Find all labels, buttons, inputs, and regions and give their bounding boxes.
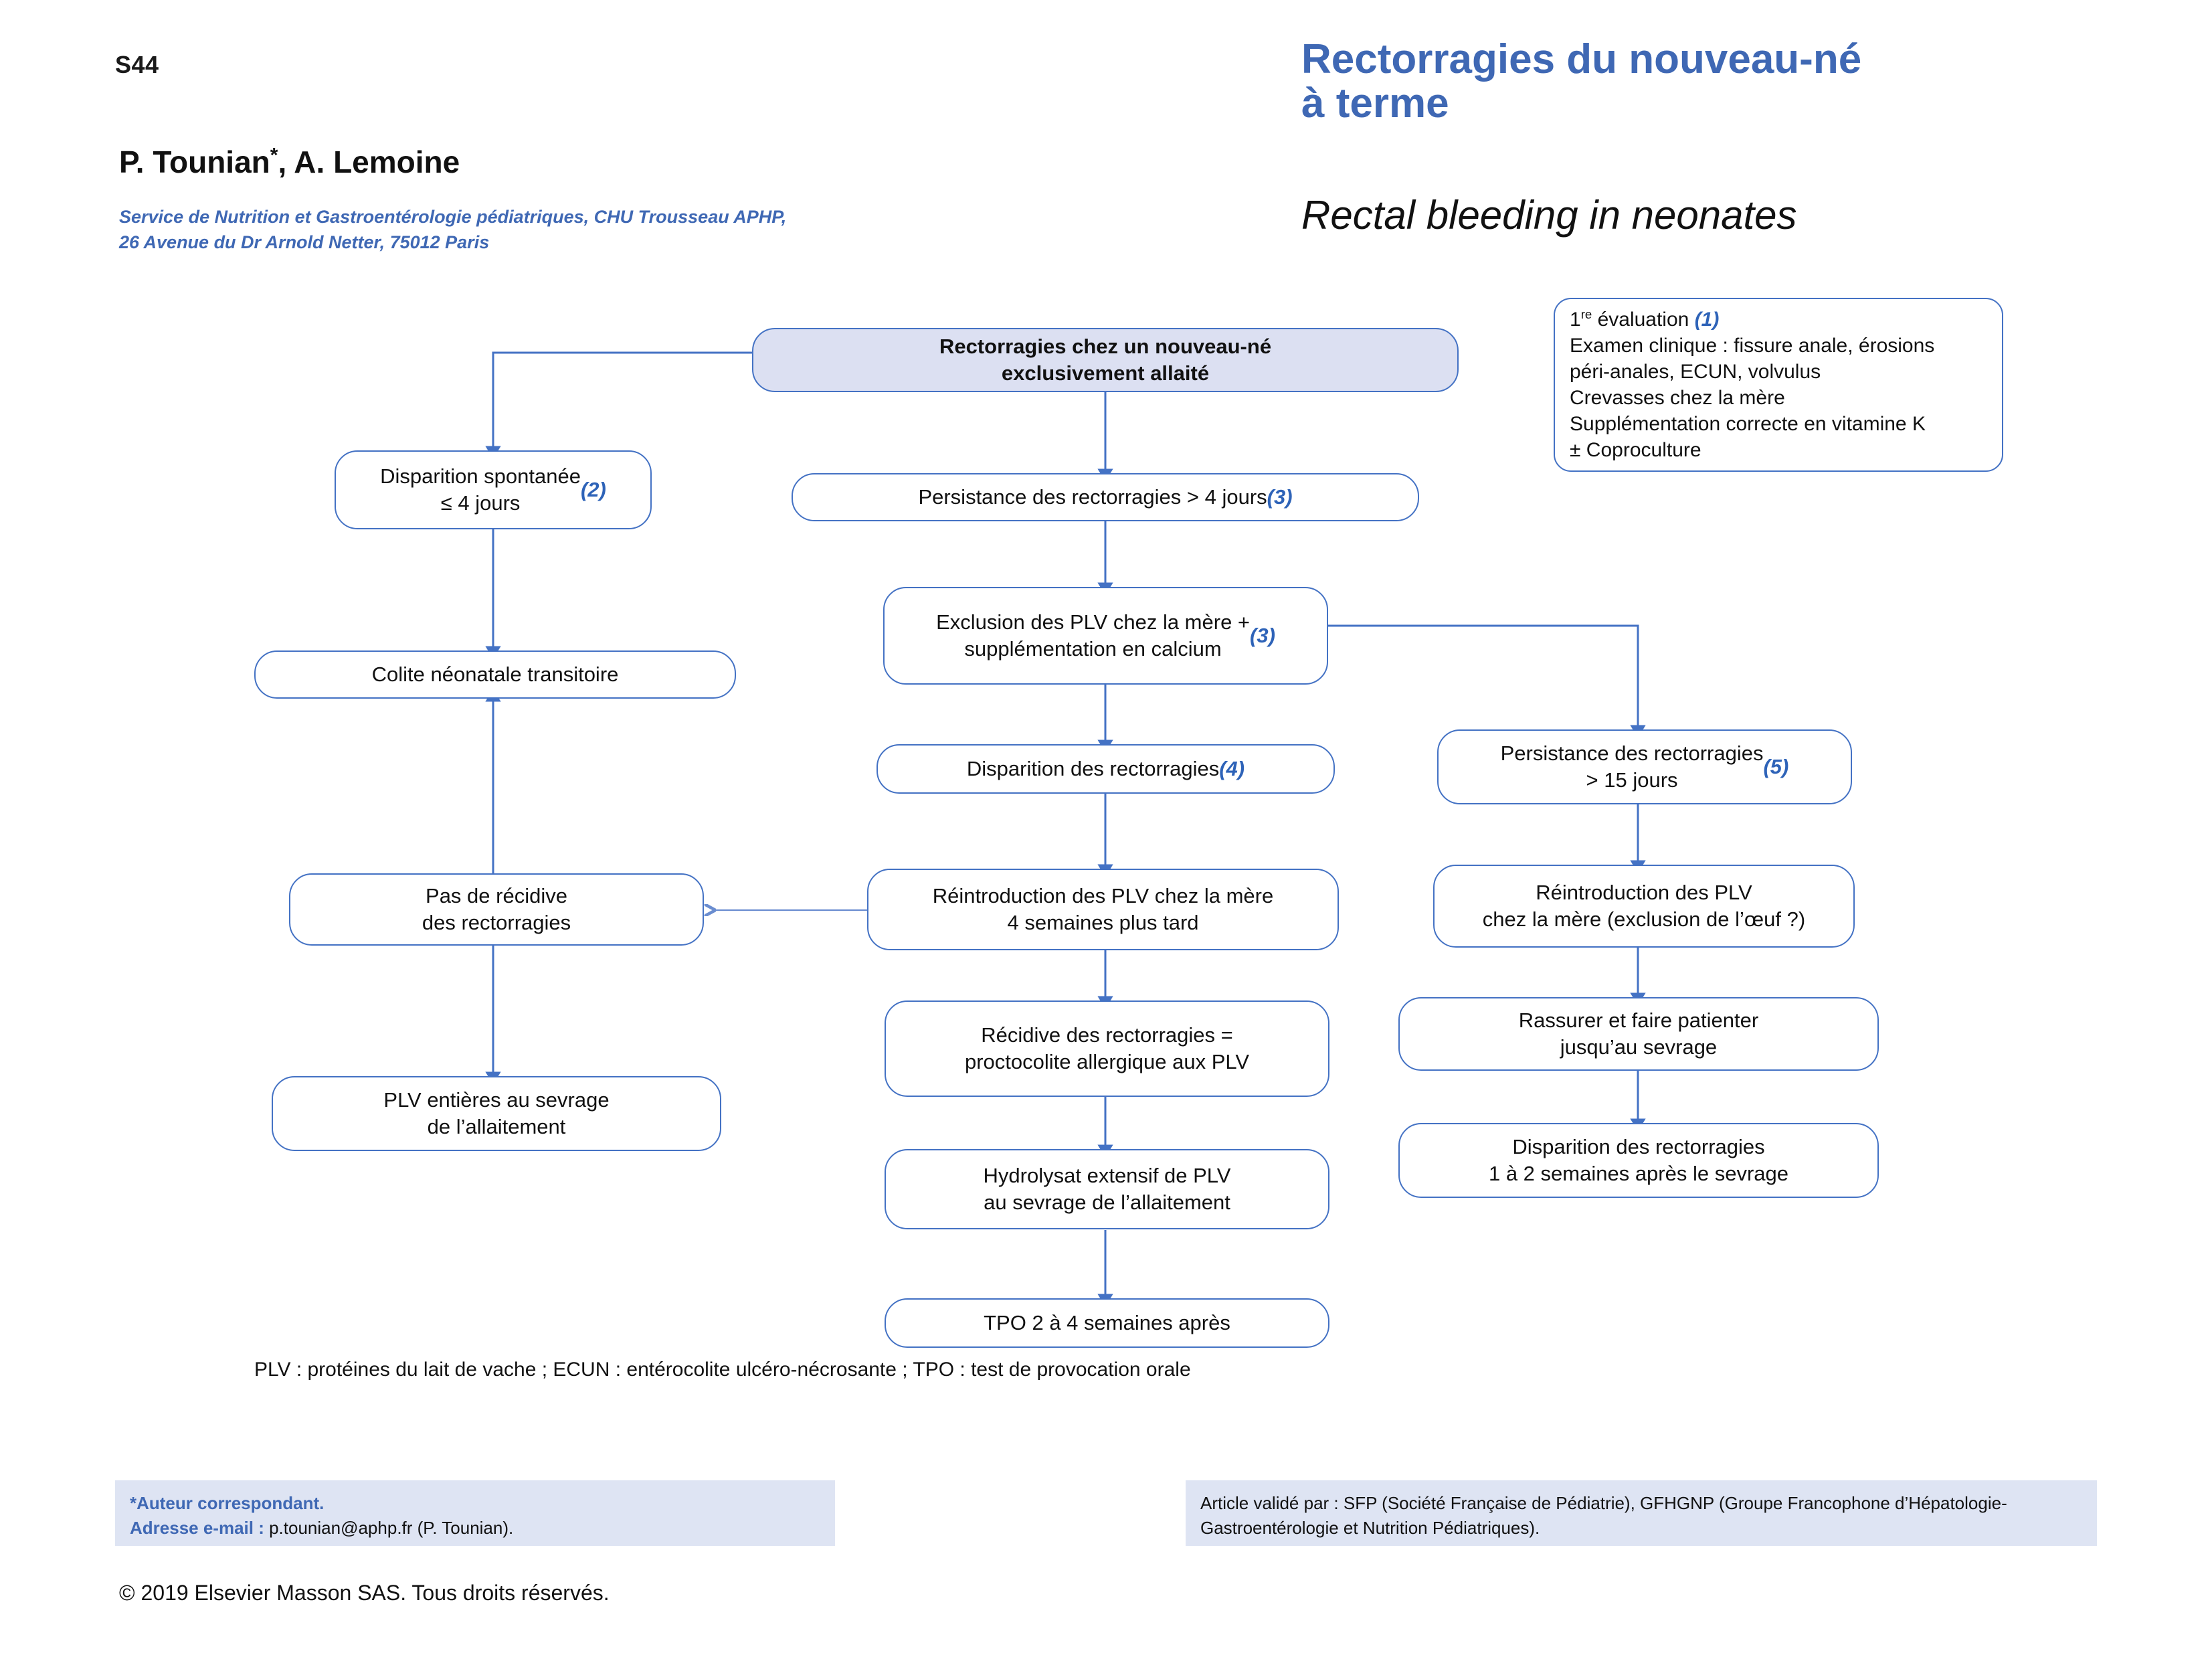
node-bleeding-resolved-after-weaning-text: Disparition des rectorragies 1 à 2 semai… xyxy=(1488,1134,1789,1185)
node-plv-reintroduction-mother-text: Réintroduction des PLV chez la mère 4 se… xyxy=(932,883,1274,934)
node-persistence-15-days-ref: (5) xyxy=(1763,754,1789,778)
node-extensive-hydrolysate-text: Hydrolysat extensif de PLV au sevrage de… xyxy=(983,1163,1231,1214)
node-first-evaluation-text: 1re évaluation (1)Examen clinique : fiss… xyxy=(1570,307,1935,461)
validation-block: Article validé par : SFP (Société França… xyxy=(1186,1480,2097,1546)
node-plv-exclusion-ref: (3) xyxy=(1250,623,1275,647)
page-title-english: Rectal bleeding in neonates xyxy=(1301,193,1797,238)
node-persistence-4-days-ref: (3) xyxy=(1267,485,1293,509)
node-extensive-hydrolysate[interactable]: Hydrolysat extensif de PLV au sevrage de… xyxy=(885,1149,1329,1229)
affiliation: Service de Nutrition et Gastroentérologi… xyxy=(119,207,787,253)
abbreviation-legend: PLV : protéines du lait de vache ; ECUN … xyxy=(254,1359,1191,1381)
node-plv-reintroduction-egg[interactable]: Réintroduction des PLV chez la mère (exc… xyxy=(1433,865,1855,948)
node-bleeding-resolved[interactable]: Disparition des rectorragies (4) xyxy=(877,744,1335,794)
page-marker: S44 xyxy=(115,51,159,78)
node-whole-plv-at-weaning[interactable]: PLV entières au sevrage de l’allaitement xyxy=(272,1076,721,1151)
email-line: Adresse e-mail : p.tounian@aphp.fr (P. T… xyxy=(130,1516,820,1541)
node-tpo-challenge-text: TPO 2 à 4 semaines après xyxy=(984,1310,1230,1334)
author-names: P. Tounian*, A. Lemoine xyxy=(119,144,460,180)
node-first-evaluation[interactable]: 1re évaluation (1)Examen clinique : fiss… xyxy=(1554,298,2003,472)
node-transient-neonatal-colitis[interactable]: Colite néonatale transitoire xyxy=(254,650,736,699)
node-persistence-4-days-text: Persistance des rectorragies > 4 jours xyxy=(918,485,1267,509)
node-spontaneous-resolution-ref: (2) xyxy=(580,477,606,501)
page-title-french: Rectorragies du nouveau-né à terme xyxy=(1301,36,1862,126)
node-plv-exclusion-text: Exclusion des PLV chez la mère + supplém… xyxy=(936,610,1251,661)
author-name-primary: P. Tounian xyxy=(119,145,270,179)
node-relapse-allergic-proctocolitis[interactable]: Récidive des rectorragies = proctocolite… xyxy=(885,1000,1329,1097)
node-start[interactable]: Rectorragies chez un nouveau-né exclusiv… xyxy=(752,328,1459,392)
node-bleeding-resolved-ref: (4) xyxy=(1219,756,1245,780)
node-reassure-until-weaning-text: Rassurer et faire patienter jusqu’au sev… xyxy=(1518,1008,1759,1059)
author-name-secondary: , A. Lemoine xyxy=(278,145,460,179)
node-spontaneous-resolution[interactable]: Disparition spontanée ≤ 4 jours (2) xyxy=(335,450,652,529)
node-persistence-15-days[interactable]: Persistance des rectorragies > 15 jours … xyxy=(1437,729,1852,804)
node-persistence-4-days[interactable]: Persistance des rectorragies > 4 jours (… xyxy=(792,473,1419,521)
node-tpo-challenge[interactable]: TPO 2 à 4 semaines après xyxy=(885,1298,1329,1348)
node-plv-reintroduction-mother[interactable]: Réintroduction des PLV chez la mère 4 se… xyxy=(867,869,1339,950)
corresponding-author-block: *Auteur correspondant. Adresse e-mail : … xyxy=(115,1480,835,1546)
node-no-relapse-text: Pas de récidive des rectorragies xyxy=(422,883,571,934)
node-plv-reintroduction-egg-text: Réintroduction des PLV chez la mère (exc… xyxy=(1482,880,1806,931)
node-reassure-until-weaning[interactable]: Rassurer et faire patienter jusqu’au sev… xyxy=(1398,997,1879,1071)
node-whole-plv-at-weaning-text: PLV entières au sevrage de l’allaitement xyxy=(383,1087,610,1138)
email-label: Adresse e-mail : xyxy=(130,1517,264,1538)
email-address[interactable]: p.tounian@aphp.fr (P. Tounian). xyxy=(264,1517,514,1538)
node-spontaneous-resolution-text: Disparition spontanée ≤ 4 jours xyxy=(380,464,581,515)
node-bleeding-resolved-after-weaning[interactable]: Disparition des rectorragies 1 à 2 semai… xyxy=(1398,1123,1879,1198)
corresponding-author-note: *Auteur correspondant. xyxy=(130,1493,325,1513)
corresponding-author-marker: * xyxy=(270,144,278,167)
validation-text: Article validé par : SFP (Société França… xyxy=(1200,1493,2007,1538)
node-persistence-15-days-text: Persistance des rectorragies > 15 jours xyxy=(1500,741,1764,792)
node-plv-exclusion[interactable]: Exclusion des PLV chez la mère + supplém… xyxy=(883,587,1328,685)
node-transient-neonatal-colitis-text: Colite néonatale transitoire xyxy=(371,662,619,686)
node-relapse-allergic-proctocolitis-text: Récidive des rectorragies = proctocolite… xyxy=(964,1023,1250,1073)
node-bleeding-resolved-text: Disparition des rectorragies xyxy=(966,756,1220,780)
copyright-line: © 2019 Elsevier Masson SAS. Tous droits … xyxy=(119,1581,610,1605)
node-no-relapse[interactable]: Pas de récidive des rectorragies xyxy=(289,873,704,946)
